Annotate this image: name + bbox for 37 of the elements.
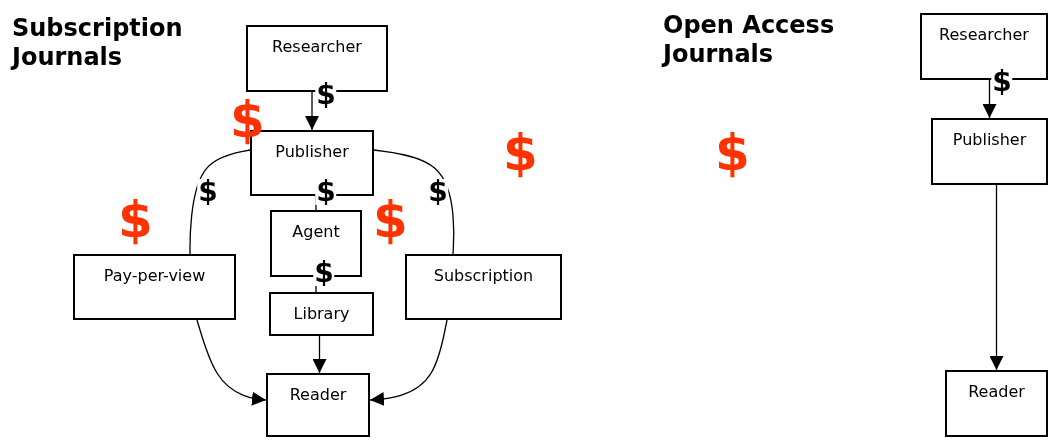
edge-label: $ <box>313 260 335 286</box>
arrow <box>312 335 327 374</box>
edge-label: $ <box>991 69 1013 95</box>
node-label: Reader <box>288 384 348 404</box>
process-box <box>73 254 236 320</box>
process-box <box>945 370 1048 437</box>
panel-heading: Open Access Journals <box>663 11 836 69</box>
edge-label: $ <box>197 179 219 205</box>
process-box <box>931 118 1048 185</box>
node-label: Researcher <box>271 36 363 56</box>
connector-line <box>373 149 455 255</box>
connector-line <box>189 149 251 255</box>
arrow <box>989 184 1004 371</box>
arrow <box>196 319 267 406</box>
dollar-sign: $ <box>503 128 538 178</box>
edge-label: $ <box>427 179 449 205</box>
dollar-sign: $ <box>373 195 408 245</box>
process-box <box>266 373 370 437</box>
arrow <box>305 91 319 131</box>
arrow <box>982 79 997 119</box>
node-label: Reader <box>967 381 1026 401</box>
node-label: Publisher <box>951 129 1028 149</box>
edge-label: $ <box>315 179 337 205</box>
node-label: Library <box>292 303 351 323</box>
dollar-sign: $ <box>715 128 750 178</box>
dollar-sign: $ <box>118 195 153 245</box>
node-label: Publisher <box>274 141 350 161</box>
panel-heading: Subscription Journals <box>12 14 184 72</box>
node-label: Pay-per-view <box>102 265 207 285</box>
node-label: Researcher <box>938 24 1030 44</box>
arrow <box>369 319 448 407</box>
process-box <box>405 254 562 320</box>
node-label: Subscription <box>432 265 535 285</box>
process-box <box>269 292 374 336</box>
dollar-sign: $ <box>230 95 265 145</box>
edge-label: $ <box>315 82 337 108</box>
node-label: Agent <box>291 221 341 241</box>
